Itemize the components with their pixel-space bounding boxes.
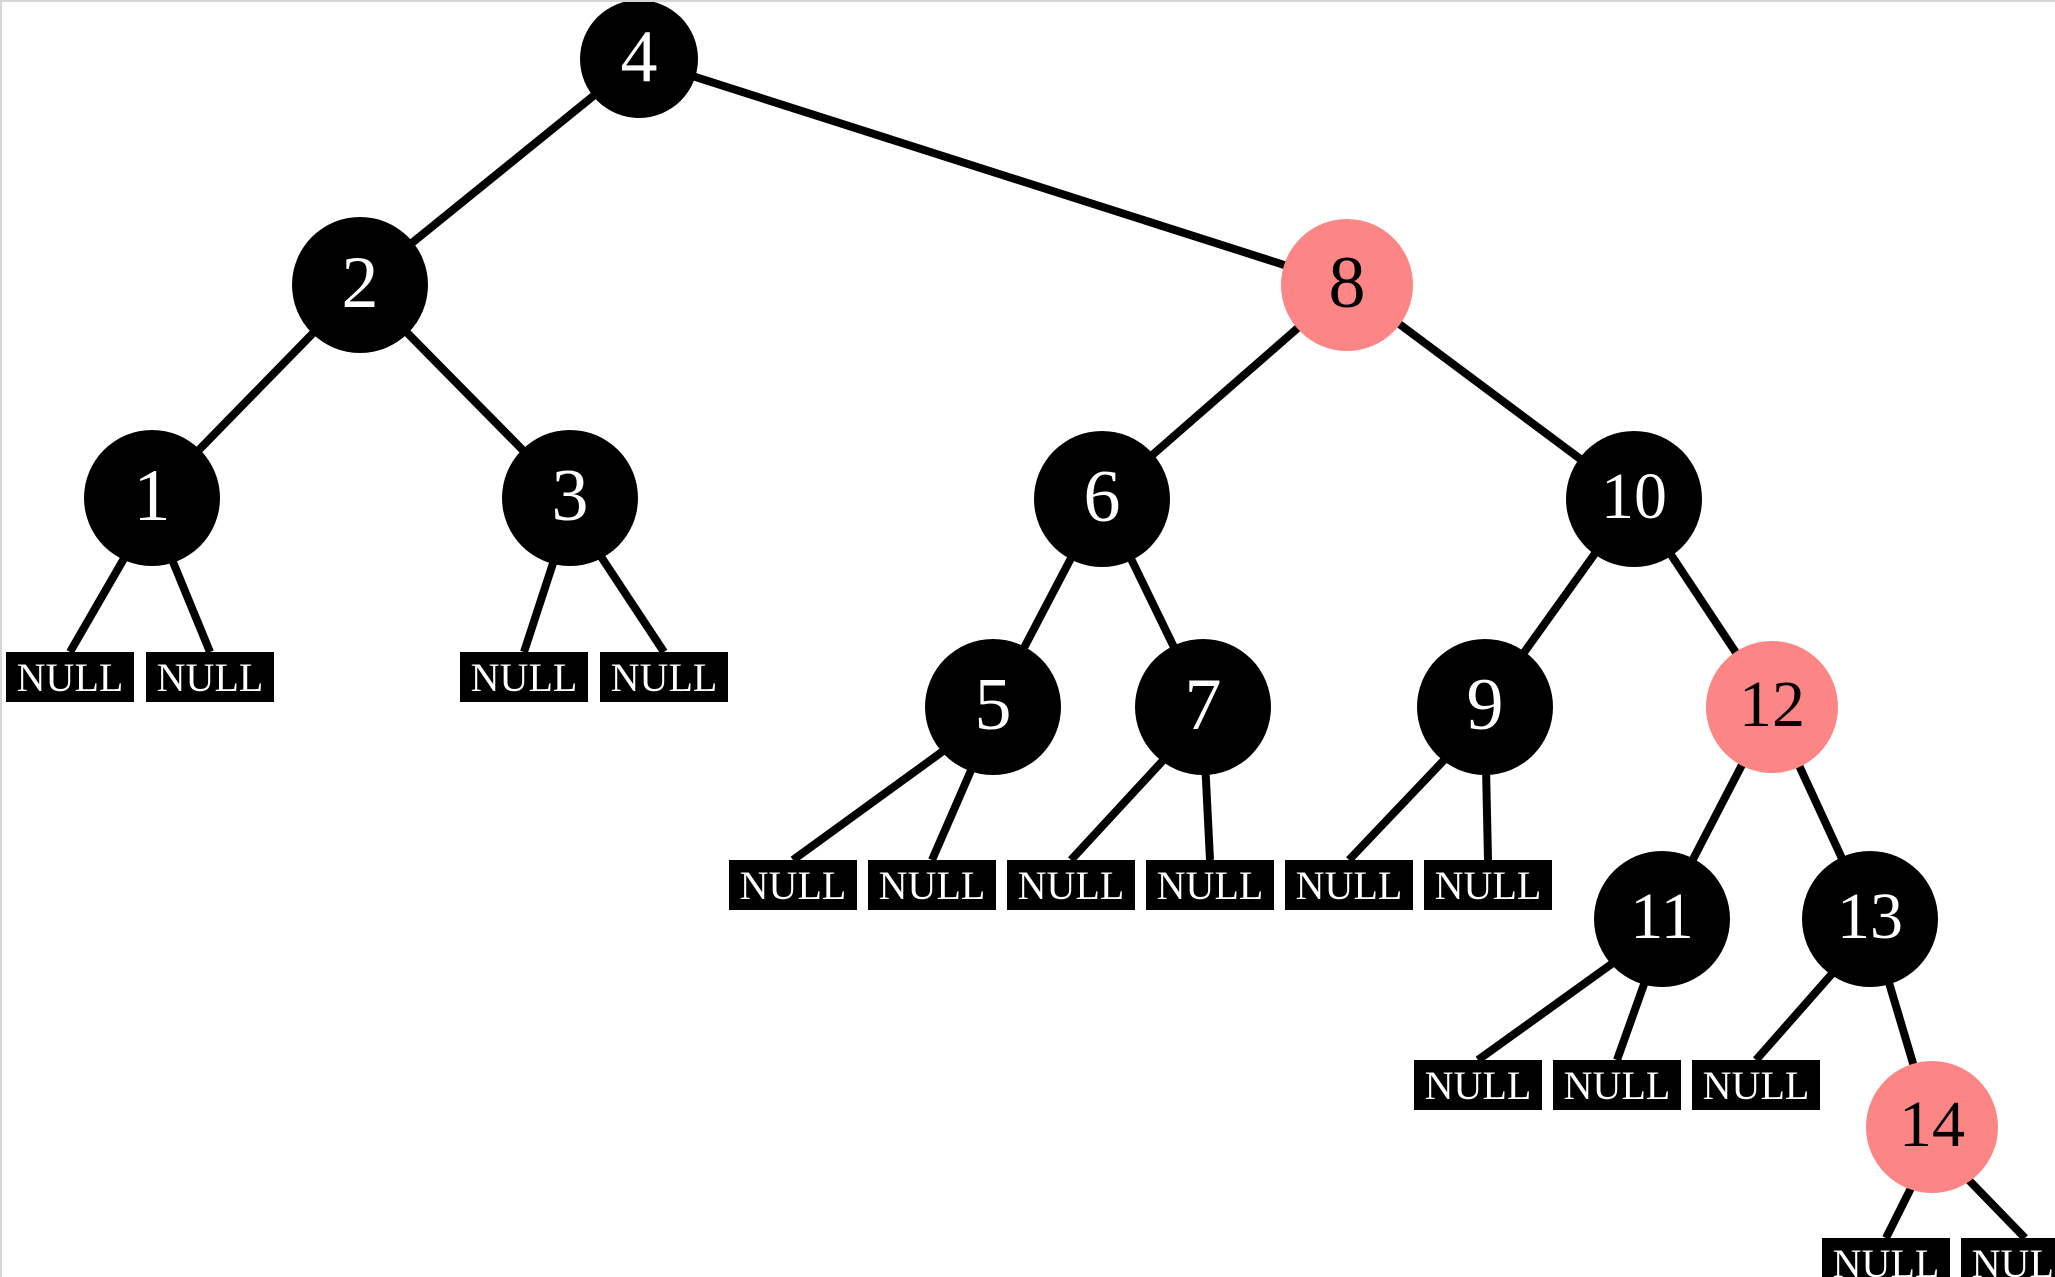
null-leaf-box: NULL — [1285, 860, 1413, 910]
tree-edge-n1-b1 — [66, 554, 129, 655]
tree-node-2[interactable]: 2 — [292, 217, 428, 353]
tree-node-label: 8 — [1328, 242, 1366, 324]
tree-node-6[interactable]: 6 — [1034, 431, 1170, 567]
tree-node-10[interactable]: 10 — [1566, 431, 1702, 567]
tree-edge-n13-b13 — [1752, 969, 1837, 1063]
null-leaf-box: NULL — [729, 860, 857, 910]
tree-edge-n2-n1 — [193, 327, 319, 456]
tree-node-13[interactable]: 13 — [1802, 851, 1938, 987]
tree-node-label: 4 — [620, 16, 658, 98]
null-leaf-box: NULL — [1692, 1060, 1820, 1110]
tree-edge-n14-b14 — [1882, 1183, 1916, 1240]
tree-node-label: 5 — [974, 664, 1012, 746]
tree-edge-n10-n9 — [1519, 548, 1600, 658]
tree-edge-n6-n5 — [1019, 553, 1076, 653]
tree-node-9[interactable]: 9 — [1417, 639, 1553, 775]
null-leaf-box: NULL — [1424, 860, 1552, 910]
tree-node-14[interactable]: 14 — [1866, 1061, 1998, 1193]
null-leaf-box: NULL — [6, 652, 134, 702]
tree-node-label: 3 — [551, 455, 589, 537]
tree-node-label: 1 — [133, 455, 171, 537]
tree-edge-n11-b12 — [1613, 979, 1650, 1062]
tree-node-12[interactable]: 12 — [1706, 641, 1838, 773]
null-leaf-box: NULL — [146, 652, 274, 702]
tree-node-label: 11 — [1630, 880, 1694, 953]
tree-edge-n3-b4 — [596, 552, 668, 655]
tree-edge-n5-b5 — [790, 746, 948, 864]
tree-edge-n12-n13 — [1794, 761, 1847, 863]
tree-node-label: 14 — [1899, 1088, 1965, 1161]
tree-node-label: 6 — [1083, 456, 1121, 538]
tree-edge-n5-b6 — [928, 765, 976, 862]
null-leaf-box: NULL — [1146, 860, 1274, 910]
tree-node-label: 7 — [1184, 664, 1222, 746]
tree-node-4[interactable]: 4 — [580, 2, 698, 118]
tree-edge-n14-b15 — [1964, 1175, 2028, 1241]
tree-node-label: 13 — [1837, 880, 1903, 953]
tree-edge-n3-b3 — [520, 558, 558, 654]
tree-node-label: 10 — [1601, 460, 1667, 533]
tree-edge-n11-b11 — [1475, 958, 1617, 1064]
tree-node-label: 2 — [341, 242, 379, 324]
tree-node-3[interactable]: 3 — [502, 430, 638, 566]
tree-edge-n8-n10 — [1394, 318, 1586, 464]
null-leaf-box: NULL — [1822, 1238, 1950, 1277]
tree-node-8[interactable]: 8 — [1281, 219, 1413, 351]
tree-edge-n7-b7 — [1068, 755, 1168, 863]
tree-edge-n10-n12 — [1666, 550, 1742, 658]
tree-node-11[interactable]: 11 — [1594, 851, 1730, 987]
tree-edge-n9-b10 — [1482, 770, 1492, 861]
tree-edge-n1-b2 — [168, 557, 214, 654]
null-leaf-box: NULL — [868, 860, 996, 910]
null-leaf-box: NULL — [1414, 1060, 1542, 1110]
tree-edge-n13-n14 — [1884, 979, 1919, 1069]
null-leaf-box: NULL — [600, 652, 728, 702]
tree-node-1[interactable]: 1 — [84, 430, 220, 566]
tree-edge-n6-n7 — [1126, 554, 1179, 652]
tree-edge-n12-n11 — [1687, 760, 1747, 865]
tree-node-5[interactable]: 5 — [925, 639, 1061, 775]
tree-edge-n4-n8 — [690, 71, 1290, 270]
null-leaf-box: NULL — [1553, 1060, 1681, 1110]
null-leaf-box: NULL — [1007, 860, 1135, 910]
tree-edge-n8-n6 — [1147, 322, 1303, 460]
tree-edge-n9-b9 — [1346, 755, 1450, 863]
tree-node-label: 12 — [1739, 668, 1805, 741]
tree-node-label: 9 — [1466, 664, 1504, 746]
tree-edge-n7-b8 — [1201, 770, 1214, 861]
tree-edge-n4-n2 — [407, 90, 599, 248]
tree-edge-n2-n3 — [402, 327, 528, 456]
tree-node-7[interactable]: 7 — [1135, 639, 1271, 775]
null-leaf-box: NULL — [460, 652, 588, 702]
null-leaf-box: NULL — [1961, 1238, 2055, 1277]
